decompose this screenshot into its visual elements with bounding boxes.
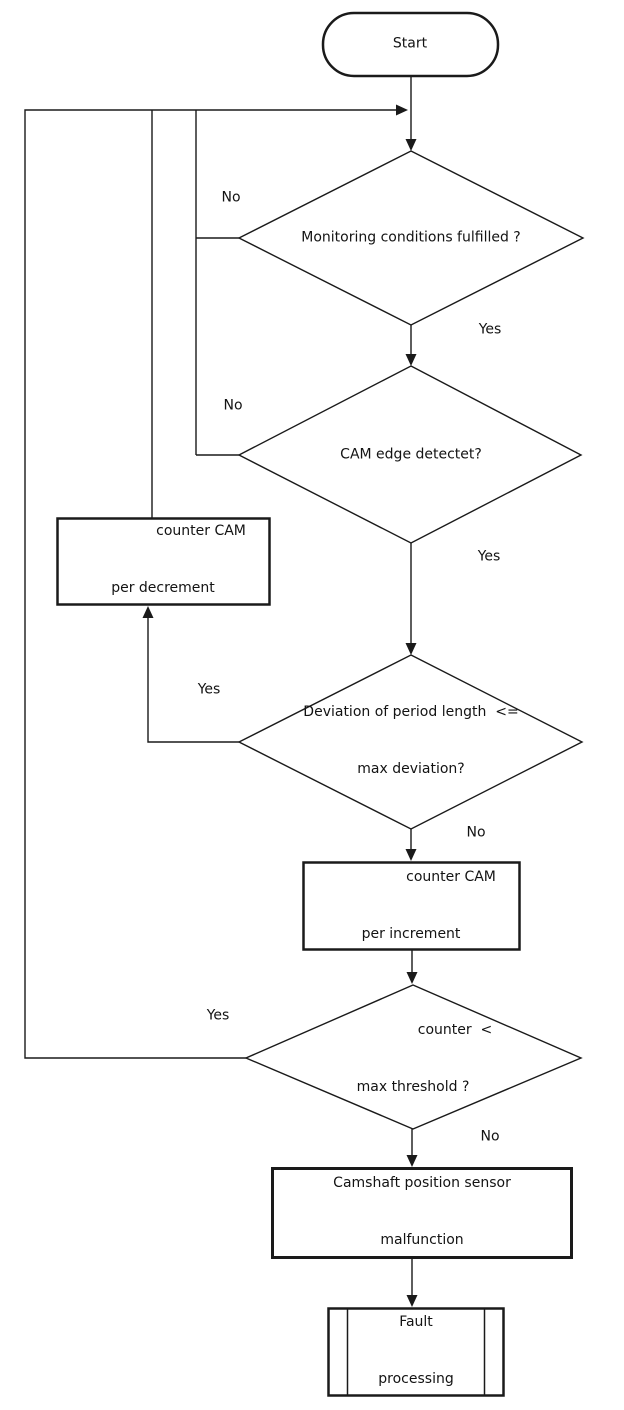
decision-threshold-label-line1: counter < <box>417 1022 493 1038</box>
decision-monitoring-shape <box>237 150 585 326</box>
edge-label-deviation-yes: Yes <box>197 681 221 698</box>
decision-deviation-label-line2: max deviation? <box>357 761 465 777</box>
start-label: Start <box>392 35 428 52</box>
arrowhead-into-decrement <box>142 606 154 618</box>
arrowhead-into-threshold <box>406 972 418 984</box>
arrowhead-into-monitoring <box>405 139 417 151</box>
decision-deviation-label: Deviation of period length <= max deviat… <box>303 665 518 817</box>
arrowhead-loop-junction <box>396 104 408 116</box>
process-decrement-label: counter CAM per decrement <box>57 484 270 636</box>
edge-label-threshold-no: No <box>480 1128 500 1145</box>
decision-cam-edge-label: CAM edge detectet? <box>340 446 482 463</box>
predefined-fault-shape <box>327 1307 505 1397</box>
arrowhead-into-fault <box>406 1295 418 1307</box>
decision-threshold-label: counter < max threshold ? <box>356 983 493 1135</box>
predefined-fault-label: Fault processing <box>378 1275 453 1410</box>
process-increment-label-line1: counter CAM <box>406 869 496 885</box>
process-malfunction-label: Camshaft position sensor malfunction <box>333 1136 511 1288</box>
process-increment-label-line2: per increment <box>361 926 461 942</box>
process-decrement-label-line1: counter CAM <box>156 523 246 539</box>
decision-threshold-label-line2: max threshold ? <box>356 1079 470 1095</box>
predefined-fault-label-line2: processing <box>378 1371 454 1387</box>
decision-threshold-shape <box>244 984 583 1130</box>
edge-label-monitoring-yes: Yes <box>478 321 502 338</box>
decision-deviation-shape <box>237 654 584 830</box>
edge-label-deviation-no: No <box>466 824 486 841</box>
decision-monitoring-label: Monitoring conditions fulfilled ? <box>301 229 521 246</box>
start-terminator-shape <box>321 11 500 78</box>
process-decrement-label-line2: per decrement <box>111 580 215 596</box>
decision-deviation-label-line1: Deviation of period length <= <box>303 704 519 720</box>
connector-deviation-yes-to-decrement <box>147 609 239 743</box>
process-malfunction-shape <box>271 1167 573 1259</box>
arrowhead-into-cam-edge <box>405 354 417 366</box>
process-malfunction-label-line2: malfunction <box>380 1232 464 1248</box>
edge-label-cam-edge-yes: Yes <box>477 548 501 565</box>
process-malfunction-label-line1: Camshaft position sensor <box>333 1175 511 1191</box>
edge-label-monitoring-no: No <box>221 189 241 206</box>
process-increment-label: counter CAM per increment <box>303 830 520 982</box>
edge-label-threshold-yes: Yes <box>206 1007 230 1024</box>
connector-threshold-yes-loop <box>24 109 398 1059</box>
decision-cam-edge-shape <box>237 365 583 544</box>
process-decrement-shape <box>56 517 271 606</box>
arrowhead-into-increment <box>405 849 417 861</box>
arrowhead-into-deviation <box>405 643 417 655</box>
predefined-fault-label-line1: Fault <box>399 1314 433 1330</box>
arrowhead-into-malfunction <box>406 1155 418 1167</box>
process-increment-shape <box>302 861 521 951</box>
edge-label-cam-edge-no: No <box>223 397 243 414</box>
